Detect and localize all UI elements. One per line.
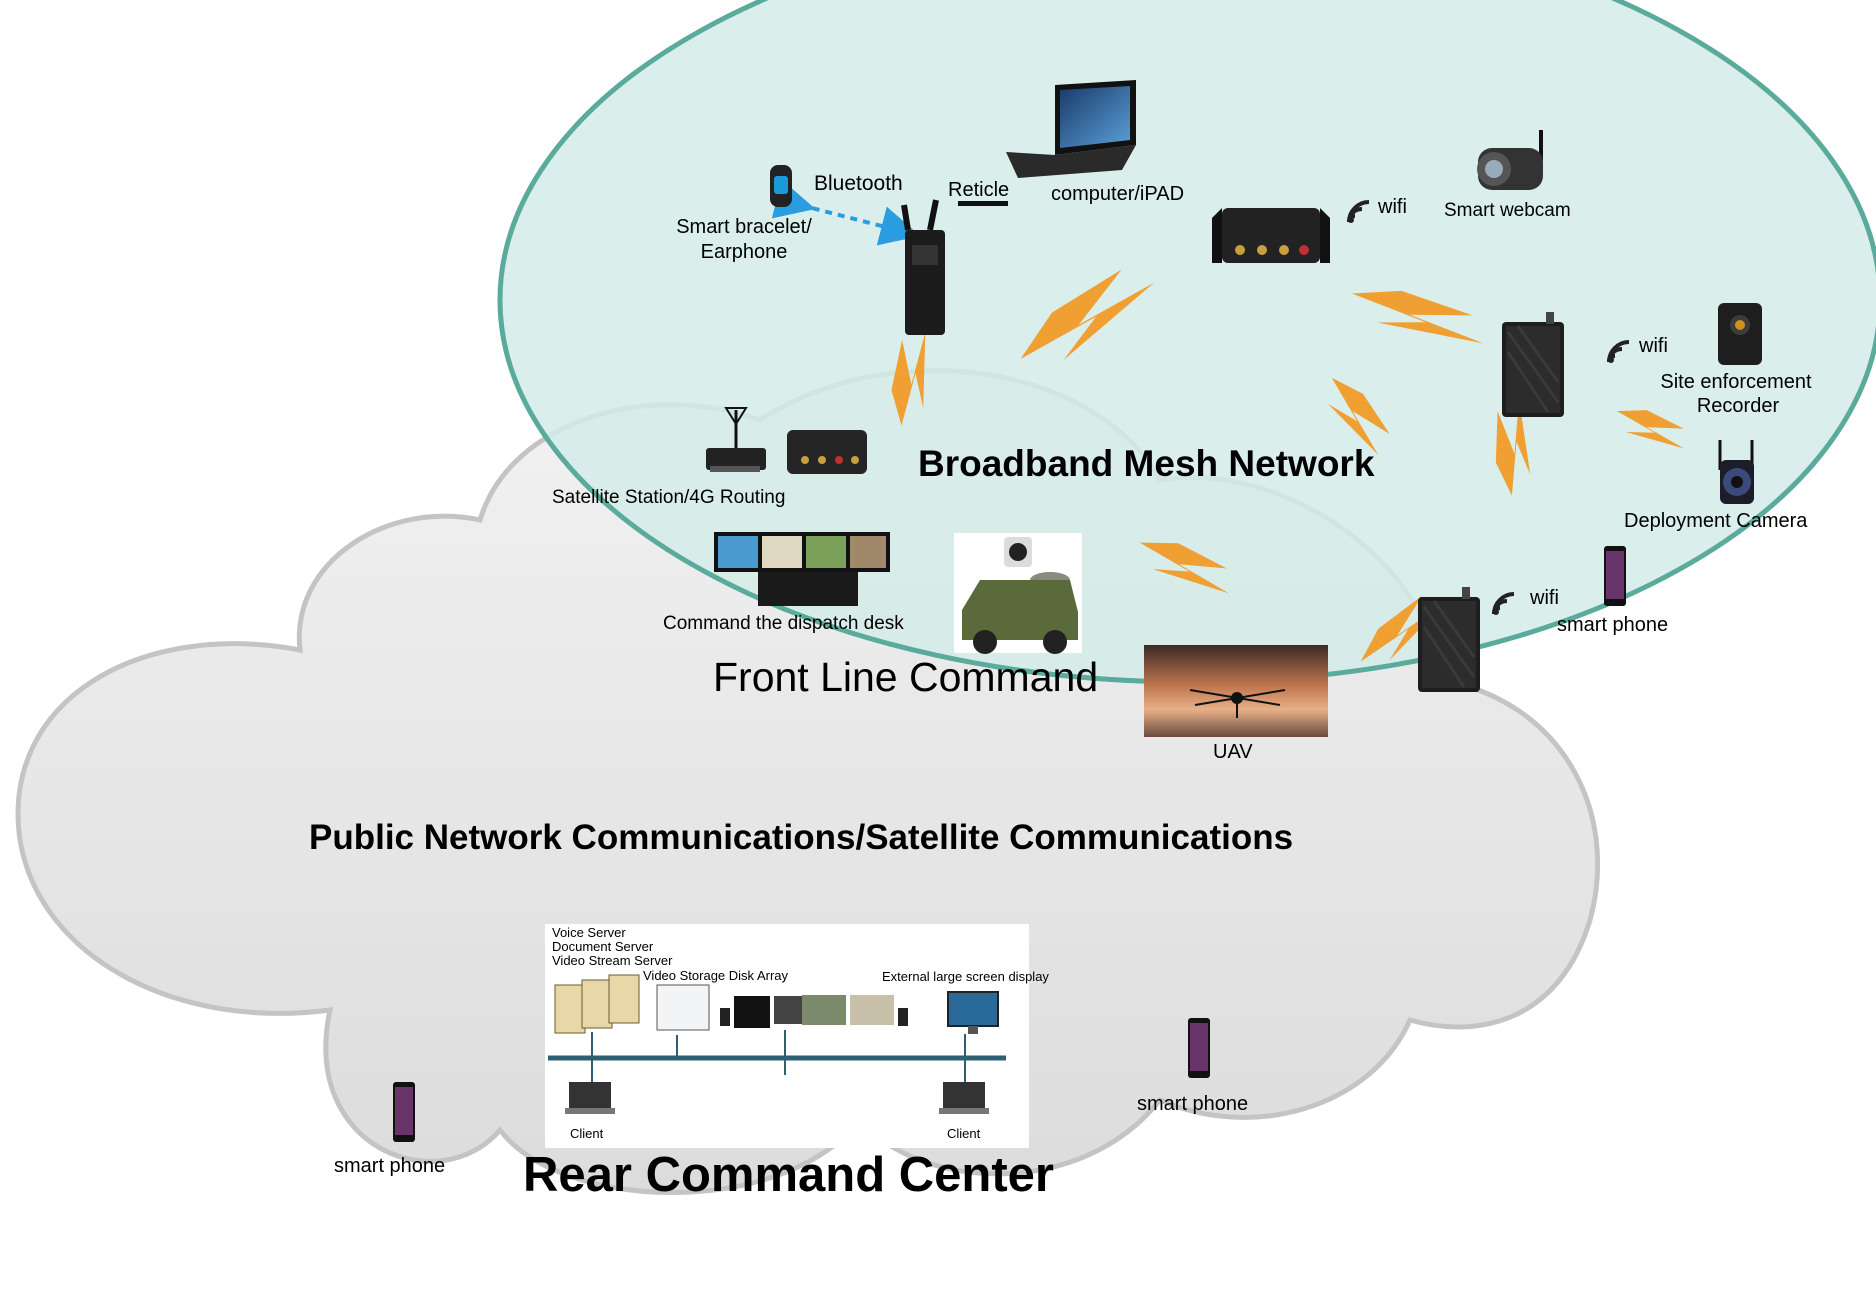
smart-phone-mesh-icon [1604,546,1626,606]
recorder-label: Recorder [1697,395,1780,417]
video-stream-server-label: Video Stream Server [552,953,673,968]
recorder-label: Site enforcement [1660,371,1812,393]
dispatch-label: Command the dispatch desk [663,613,904,634]
wifi-label: wifi [1377,196,1407,218]
wifi-label: wifi [1638,335,1668,357]
voice-server-label: Voice Server [552,925,626,940]
mesh-router-icon [1212,208,1330,263]
uav-image [1144,645,1328,737]
reticle-bar [958,201,1008,206]
bluetooth-label: Bluetooth [814,172,903,195]
smart-phone-left-icon [393,1082,415,1142]
satellite-label: Satellite Station/4G Routing [552,487,785,508]
router-4g-icon [787,430,867,474]
satellite-station-icon [706,407,766,472]
bracelet-label: Smart bracelet/ [676,216,812,238]
client-laptop-icon [939,1082,989,1114]
front-line-heading: Front Line Command [713,654,1098,700]
client-laptop-icon [565,1082,615,1114]
smart-phone-label: smart phone [1557,614,1668,636]
command-vehicle-icon [954,533,1082,654]
uav-label: UAV [1213,741,1253,763]
mesh-radio-right-icon [1500,310,1566,419]
deployment-camera-icon [1718,440,1754,504]
wifi-label: wifi [1529,587,1559,609]
external-display-label: External large screen display [882,969,1049,984]
deployment-camera-label: Deployment Camera [1624,510,1808,532]
rear-command-panel: Voice Server Document Server Video Strea… [545,924,1049,1148]
bluetooth-arrow [771,179,921,246]
body-recorder-icon [1718,303,1762,365]
smart-bracelet-icon [770,165,792,207]
laptop-icon [1006,80,1136,178]
mesh-network-heading: Broadband Mesh Network [918,443,1375,484]
bracelet-label: Earphone [701,241,788,263]
smart-phone-label: smart phone [1137,1093,1248,1115]
large-screen-icon [947,991,999,1034]
smart-webcam-icon [1477,130,1543,190]
document-server-label: Document Server [552,939,654,954]
public-network-heading: Public Network Communications/Satellite … [309,818,1293,857]
client-label: Client [570,1126,604,1141]
storage-label: Video Storage Disk Array [643,968,788,983]
dispatch-desk-icon [714,532,890,606]
smart-phone-label: smart phone [334,1155,445,1177]
mesh-radio-bottom-icon [1416,585,1482,694]
client-label: Client [947,1126,981,1141]
rear-command-heading: Rear Command Center [523,1148,1054,1202]
computer-label: computer/iPAD [1051,183,1184,205]
handheld-radio-icon [901,199,945,335]
server-stack-icon [554,974,640,1034]
disk-array-icon [656,984,710,1031]
smart-phone-right-icon [1188,1018,1210,1078]
webcam-label: Smart webcam [1444,200,1571,221]
workstation-icon [720,995,908,1028]
reticle-label: Reticle [948,179,1009,201]
